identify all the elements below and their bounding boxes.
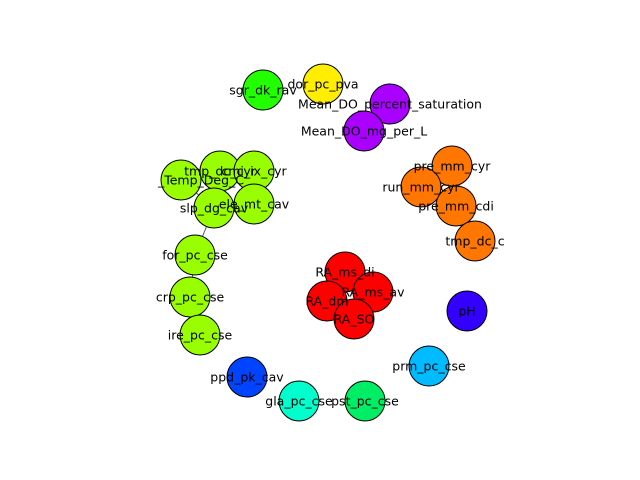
- node-label-ire_pc_cse: ire_pc_cse: [168, 328, 233, 343]
- node-label-tmp_dc_cyr: tmp_dc_cyr: [184, 164, 257, 179]
- node-label-sgr_dk_rav: sgr_dk_rav: [229, 83, 297, 98]
- node-label-for_pc_cse: for_pc_cse: [162, 248, 228, 263]
- node-label-pH: pH: [458, 304, 475, 319]
- node-sgr_dk_rav[interactable]: [242, 69, 284, 111]
- node-Temp_Deg_C[interactable]: [160, 159, 202, 201]
- node-label-prm_pc_cse: prm_pc_cse: [392, 359, 466, 374]
- node-label-tmp_dc_c: tmp_dc_c: [445, 234, 504, 249]
- node-label-dor_pc_pva: dor_pc_pva: [287, 77, 358, 92]
- node-label-slp_dg_cav: slp_dg_cav: [180, 201, 249, 216]
- node-label-ppd_pk_cav: ppd_pk_cav: [210, 370, 284, 385]
- node-pH[interactable]: [446, 290, 488, 332]
- node-label-RA_ms_av: RA_ms_av: [342, 285, 406, 300]
- node-label-crp_pc_cse: crp_pc_cse: [156, 290, 225, 305]
- node-label-pre_mm_cyr: pre_mm_cyr: [414, 159, 492, 174]
- node-prm_pc_cse[interactable]: [408, 345, 450, 387]
- node-gla_pc_cse[interactable]: [278, 380, 320, 422]
- node-RA_SO[interactable]: [333, 298, 375, 340]
- node-label-gla_pc_cse: gla_pc_cse: [265, 394, 333, 409]
- node-label-RA_dm: RA_dm: [305, 294, 348, 309]
- node-label-Temp_Deg_C: _Temp_Deg_C: [157, 173, 244, 188]
- node-label-RA_ms_di: RA_ms_di: [315, 265, 374, 280]
- node-for_pc_cse[interactable]: [174, 234, 216, 276]
- node-Mean_DO_mg_per_L[interactable]: [343, 110, 385, 152]
- node-crp_pc_cse[interactable]: [169, 276, 211, 318]
- node-Mean_DO_percent_saturation[interactable]: [369, 83, 411, 125]
- node-label-ele_mt_cav: ele_mt_cav: [219, 197, 290, 212]
- node-dor_pc_pva[interactable]: [302, 63, 344, 105]
- node-label-run_mm_cyr: run_mm_cyr: [382, 180, 460, 195]
- node-ele_mt_cav[interactable]: [233, 183, 275, 225]
- node-circles: [160, 63, 496, 422]
- node-ppd_pk_cav[interactable]: [226, 356, 268, 398]
- node-label-Mean_DO_mg_per_L: Mean_DO_mg_per_L: [301, 124, 427, 139]
- node-pre_mm_cdi[interactable]: [435, 185, 477, 227]
- node-layer: sgr_dk_ravdor_pc_pvaMean_DO_percent_satu…: [156, 63, 505, 422]
- node-run_mm_cyr[interactable]: [400, 166, 442, 208]
- node-tmp_dc_c[interactable]: [454, 220, 496, 262]
- node-label-pst_pc_cse: pst_pc_cse: [331, 394, 399, 409]
- node-pst_pc_cse[interactable]: [344, 380, 386, 422]
- node-ire_pc_cse[interactable]: [179, 314, 221, 356]
- node-label-cmi_ix_cyr: cmi_ix_cyr: [221, 164, 287, 179]
- node-label-pre_mm_cdi: pre_mm_cdi: [418, 199, 494, 214]
- node-label-Mean_DO_percent_saturation: Mean_DO_percent_saturation: [298, 97, 482, 112]
- node-label-RA_SO: RA_SO: [334, 312, 375, 327]
- node-labels: sgr_dk_ravdor_pc_pvaMean_DO_percent_satu…: [156, 77, 505, 409]
